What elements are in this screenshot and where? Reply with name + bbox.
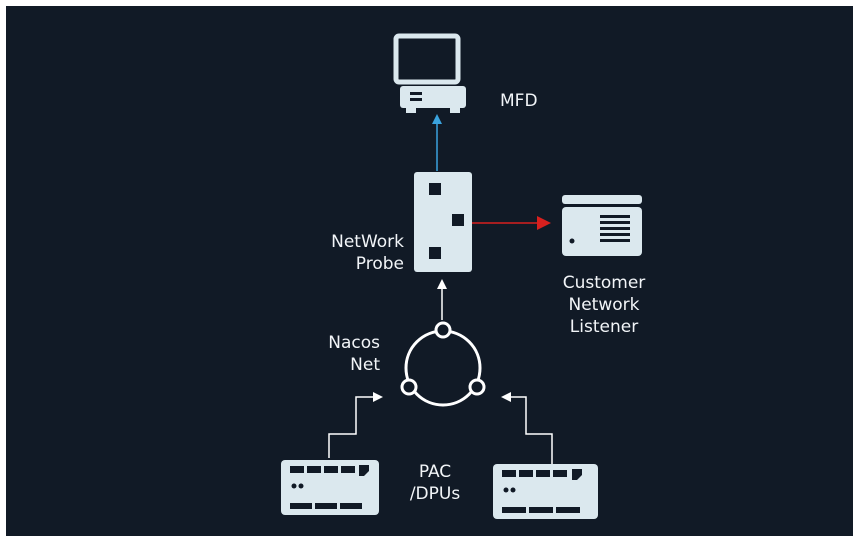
link-right-device-to-ring — [501, 392, 553, 464]
listener-label-line2: Network — [568, 295, 640, 315]
nacos-net-label-line1: Nacos — [328, 333, 380, 353]
network-probe-label-line1: NetWork — [331, 232, 404, 252]
network-probe-label-line2: Probe — [355, 254, 404, 274]
server-icon — [562, 195, 642, 256]
mfd-label: MFD — [500, 91, 538, 111]
pac-dpus-label: PAC /DPUs — [405, 461, 465, 505]
probe-icon — [414, 172, 472, 272]
listener-label: Customer Network Listener — [544, 272, 664, 338]
pac-dpus-label-line1: PAC — [418, 462, 452, 482]
nacos-net-label-line2: Net — [350, 355, 380, 375]
diagram-canvas: MFD NetWork Probe Customer Network Liste… — [6, 6, 853, 536]
listener-label-line1: Customer — [562, 273, 646, 293]
diagram-svg — [281, 33, 642, 519]
network-probe-label: NetWork Probe — [312, 231, 404, 275]
link-left-device-to-ring — [328, 392, 383, 458]
listener-label-line3: Listener — [569, 317, 639, 337]
display-icon — [393, 33, 466, 113]
device-module-icon — [281, 460, 379, 515]
nacos-net-label: Nacos Net — [302, 332, 380, 376]
pac-dpus-label-line2: /DPUs — [409, 484, 461, 504]
network-ring-icon — [400, 321, 486, 407]
device-module-icon — [493, 464, 598, 519]
